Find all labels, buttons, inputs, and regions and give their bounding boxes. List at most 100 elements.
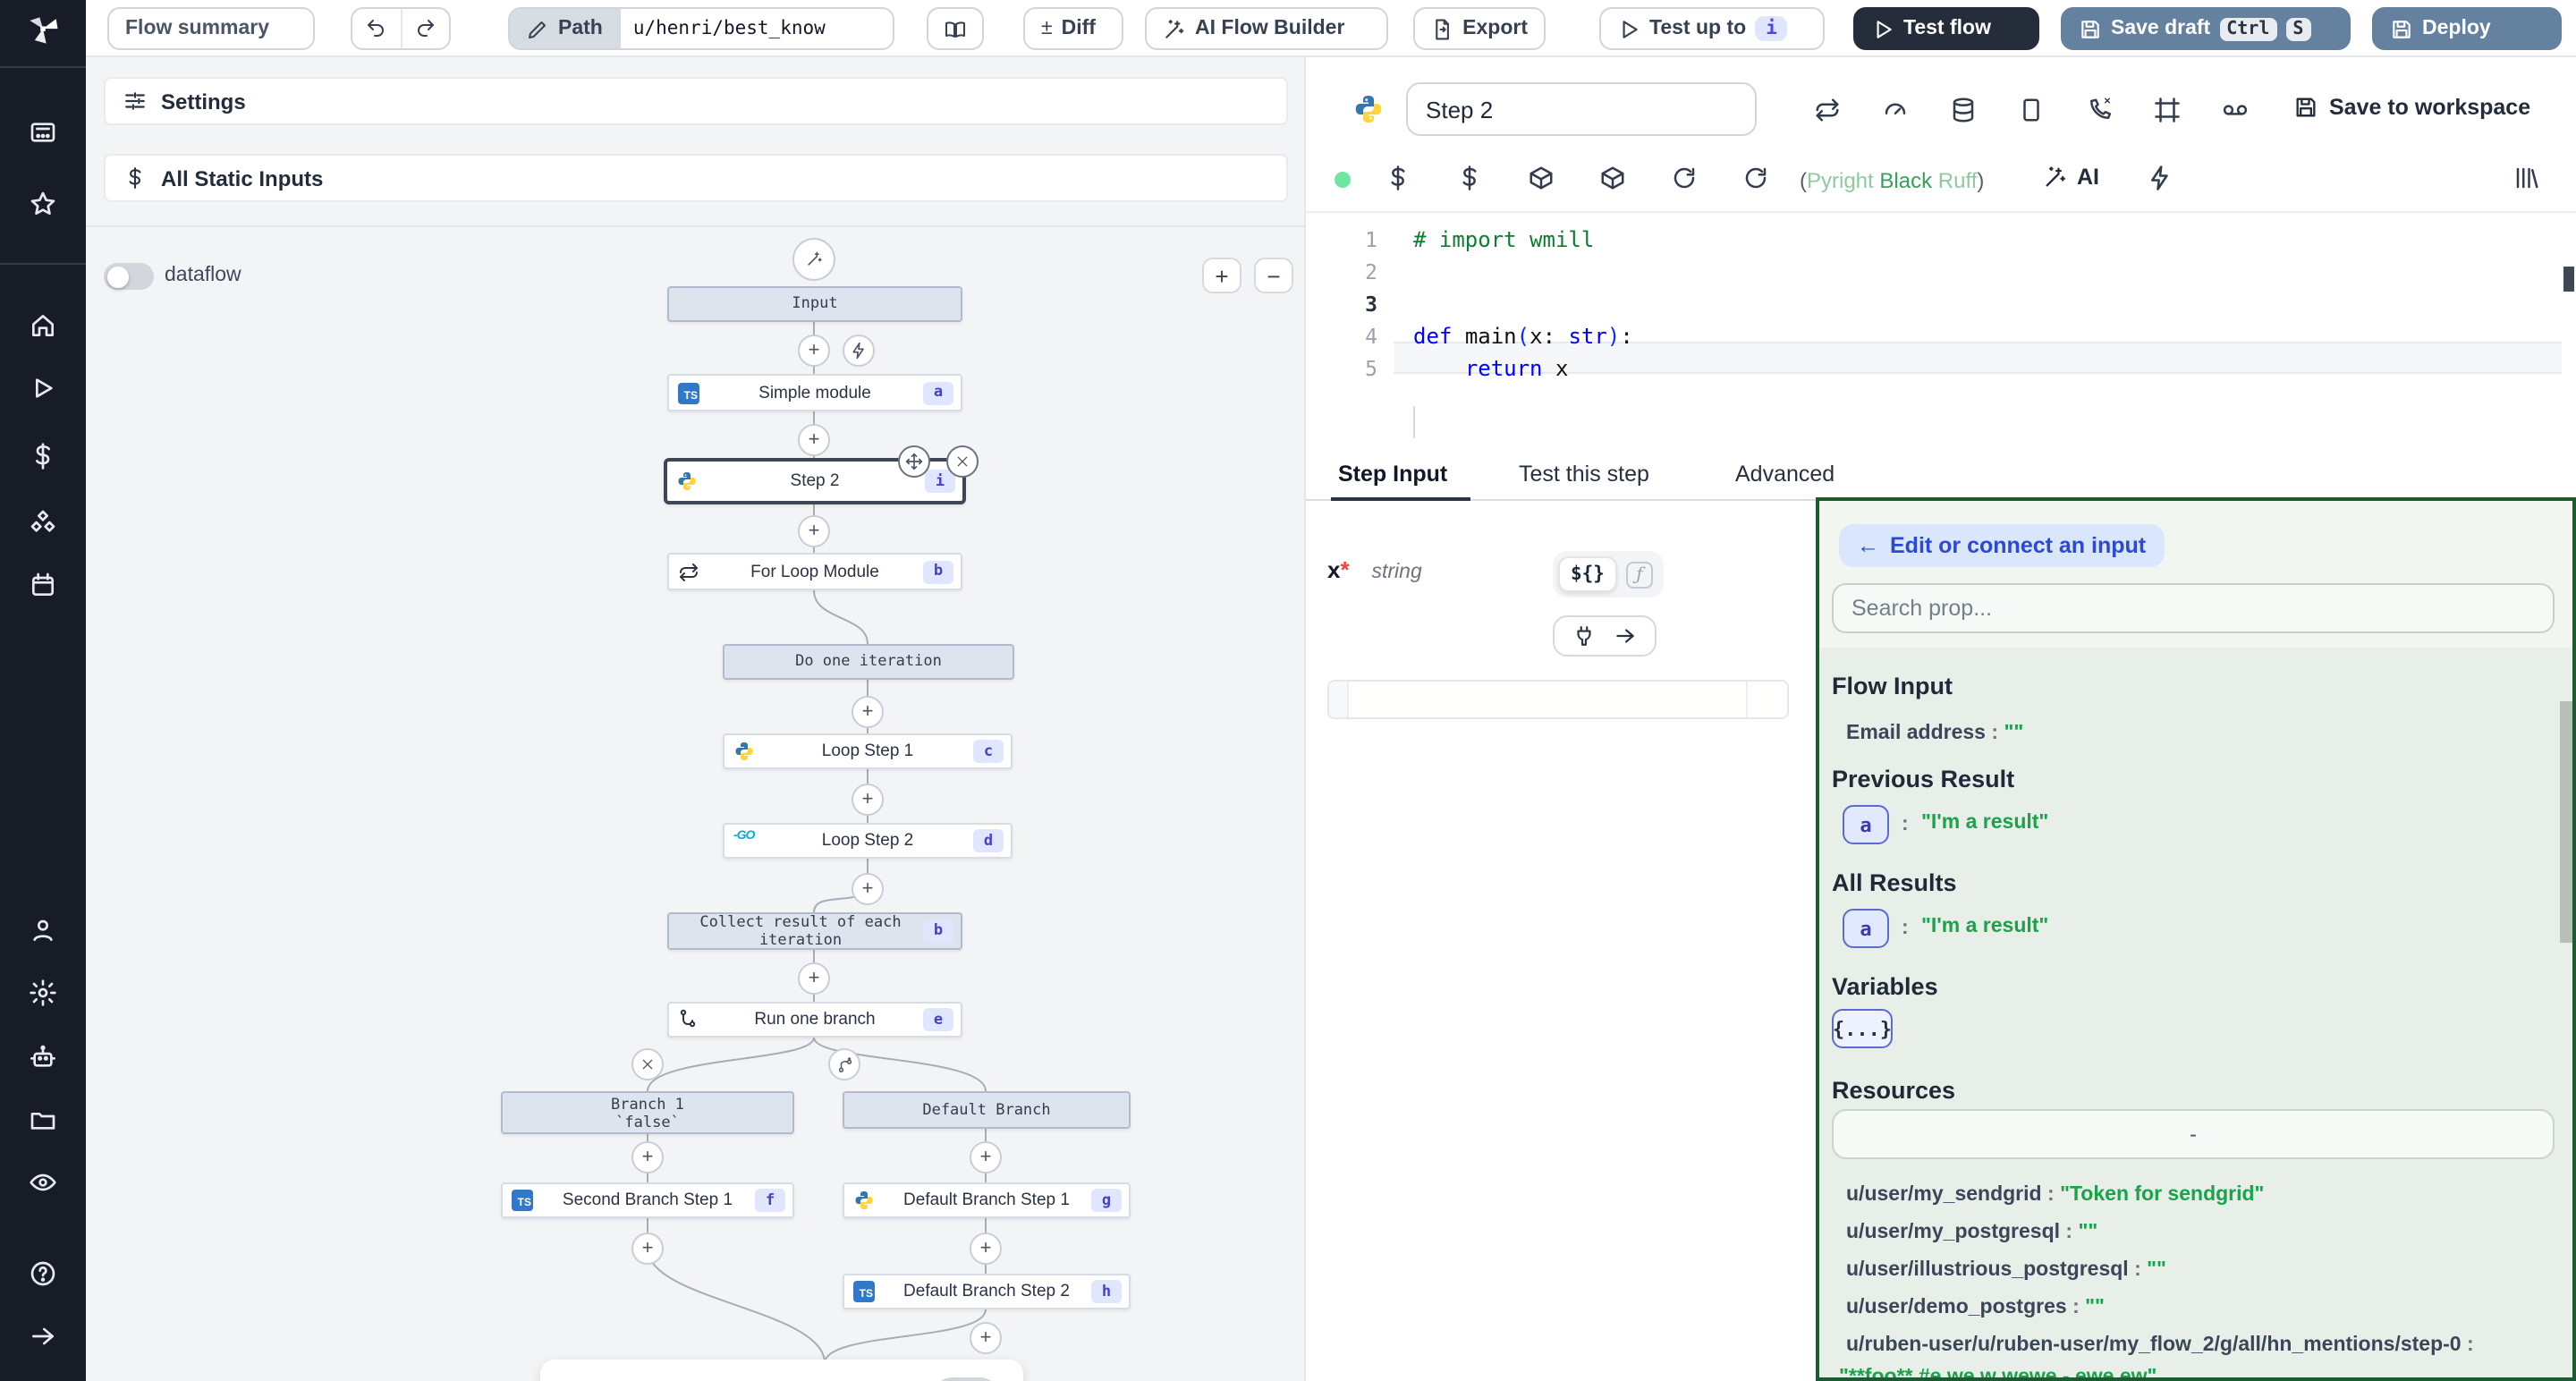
tab-test-this-step[interactable]: Test this step (1519, 462, 1649, 487)
editor-scrollbar-thumb[interactable] (2563, 267, 2574, 292)
mock-square-icon[interactable] (2018, 97, 2045, 123)
database-icon[interactable] (1950, 97, 1977, 123)
node-branch-1[interactable]: Branch 1 `false` (501, 1091, 794, 1134)
add-step-button[interactable]: + (852, 784, 884, 816)
resource-item[interactable]: u/ruben-user/u/ruben-user/my_flow_2/g/al… (1846, 1327, 2474, 1360)
add-step-button[interactable]: + (798, 424, 830, 456)
retry-repeat-icon[interactable] (1814, 97, 1841, 123)
resources-select[interactable]: - (1832, 1109, 2555, 1159)
node-default-branch[interactable]: Default Branch (843, 1091, 1131, 1129)
trigger-bolt-button[interactable] (843, 335, 875, 367)
user-icon[interactable] (29, 916, 57, 945)
arrow-right-icon[interactable] (1614, 624, 1637, 648)
diff-button[interactable]: ±Diff (1023, 7, 1123, 50)
ai-flow-builder-button[interactable]: AI Flow Builder (1145, 7, 1388, 50)
step-name-input[interactable] (1406, 82, 1757, 136)
expression-mode-button[interactable]: ${} (1558, 556, 1617, 592)
error-handler-toggle[interactable] (934, 1377, 998, 1381)
path-input[interactable] (621, 9, 875, 48)
workers-robot-icon[interactable] (29, 1043, 57, 1072)
node-loop-step-1[interactable]: Loop Step 1 c (723, 733, 1013, 769)
expand-arrow-icon[interactable] (29, 1322, 57, 1351)
add-step-button[interactable]: + (798, 335, 830, 367)
path-edit-button[interactable]: Path (510, 9, 621, 48)
home-icon[interactable] (29, 311, 57, 340)
resource-item[interactable]: u/user/my_sendgrid : "Token for sendgrid… (1846, 1177, 2264, 1209)
reload-icon[interactable] (1671, 165, 1698, 191)
remove-branch-button[interactable] (631, 1048, 664, 1080)
flow-input-item[interactable]: Email address : "" (1846, 716, 2023, 748)
node-run-one-branch[interactable]: Run one branch e (667, 1002, 962, 1038)
resource-item[interactable]: u/user/illustrious_postgresql : "" (1846, 1252, 2166, 1284)
settings-gear-icon[interactable] (29, 979, 57, 1007)
bolt-icon[interactable] (2147, 165, 2174, 191)
resource-item[interactable]: u/user/my_postgresql : "" (1846, 1215, 2097, 1247)
arg-value-editor[interactable] (1327, 680, 1789, 719)
node-input[interactable]: Input (667, 286, 962, 322)
add-step-button[interactable]: + (631, 1233, 664, 1265)
search-prop-input[interactable] (1832, 583, 2555, 633)
node-do-one-iteration[interactable]: Do one iteration (723, 644, 1014, 680)
test-flow-button[interactable]: Test flow (1853, 7, 2039, 50)
plug-icon[interactable] (1572, 624, 1596, 648)
add-step-button[interactable]: + (631, 1141, 664, 1173)
undo-button[interactable] (352, 9, 402, 48)
resource-item[interactable]: u/user/demo_postgres : "" (1846, 1290, 2105, 1322)
package-icon[interactable] (1599, 165, 1626, 191)
variable-dollar-icon[interactable] (1385, 165, 1411, 191)
node-loop-step-2[interactable]: -GO Loop Step 2 d (723, 823, 1013, 859)
docs-book-button[interactable] (927, 7, 984, 50)
add-step-button[interactable]: + (798, 962, 830, 995)
apps-icon[interactable] (29, 118, 57, 147)
add-step-button[interactable]: + (852, 696, 884, 728)
previous-result-badge[interactable]: a (1843, 805, 1889, 844)
add-branch-button[interactable] (828, 1048, 860, 1080)
node-simple-module[interactable]: TS Simple module a (667, 374, 962, 411)
delete-step-button[interactable] (946, 445, 979, 478)
star-icon[interactable] (29, 190, 57, 218)
variables-badge[interactable]: {...} (1832, 1009, 1893, 1048)
library-icon[interactable] (2513, 165, 2540, 191)
add-step-button[interactable]: + (970, 1322, 1002, 1354)
ai-button[interactable]: AI (2043, 165, 2099, 190)
export-button[interactable]: Export (1413, 7, 1546, 50)
add-step-button[interactable]: + (798, 515, 830, 547)
ai-wand-node-button[interactable] (792, 238, 835, 281)
deploy-button[interactable]: Deploy (2372, 7, 2562, 50)
frame-icon[interactable] (2154, 97, 2181, 123)
previous-result-value[interactable]: "I'm a result" (1921, 812, 2048, 834)
redo-button[interactable] (402, 9, 449, 48)
schedules-calendar-icon[interactable] (29, 571, 57, 599)
folders-icon[interactable] (29, 1106, 57, 1134)
tab-step-input[interactable]: Step Input (1338, 462, 1447, 487)
package-icon[interactable] (1528, 165, 1555, 191)
edit-or-connect-pill[interactable]: ← Edit or connect an input (1839, 524, 2164, 567)
code-editor[interactable]: 12345 # import wmilldef main(x: str): re… (1306, 211, 2576, 444)
variable-dollar-icon[interactable] (1456, 165, 1483, 191)
runs-play-icon[interactable] (29, 374, 57, 402)
resources-cubes-icon[interactable] (29, 508, 57, 537)
gauge-icon[interactable] (1882, 97, 1909, 123)
function-mode-button[interactable]: ƒ (1626, 561, 1653, 588)
node-default-branch-step-1[interactable]: Default Branch Step 1 g (843, 1182, 1131, 1218)
reload-icon[interactable] (1742, 165, 1769, 191)
node-second-branch-step-1[interactable]: TS Second Branch Step 1 f (501, 1182, 794, 1218)
tab-advanced[interactable]: Advanced (1735, 462, 1835, 487)
add-step-button[interactable]: + (970, 1141, 1002, 1173)
audit-eye-icon[interactable] (29, 1168, 57, 1197)
node-default-branch-step-2[interactable]: TS Default Branch Step 2 h (843, 1274, 1131, 1309)
node-for-loop-module[interactable]: For Loop Module b (667, 553, 962, 590)
save-to-workspace-button[interactable]: Save to workspace (2293, 95, 2530, 120)
move-step-button[interactable] (898, 445, 930, 478)
add-step-button[interactable]: + (852, 873, 884, 905)
voicemail-icon[interactable] (2222, 97, 2249, 123)
save-draft-button[interactable]: Save draft Ctrl S (2061, 7, 2351, 50)
connect-scrollbar-thumb[interactable] (2560, 701, 2572, 943)
help-icon[interactable] (29, 1259, 57, 1288)
test-up-to-button[interactable]: Test up to i (1599, 7, 1825, 50)
add-step-button[interactable]: + (970, 1233, 1002, 1265)
flow-summary-button[interactable]: Flow summary (107, 7, 315, 50)
all-results-value[interactable]: "I'm a result" (1921, 916, 2048, 937)
variables-dollar-icon[interactable] (29, 442, 57, 470)
phone-icon[interactable] (2086, 97, 2113, 123)
